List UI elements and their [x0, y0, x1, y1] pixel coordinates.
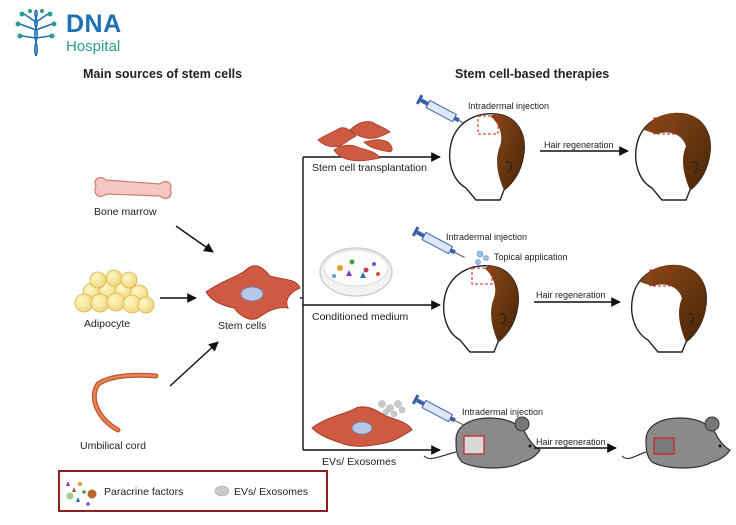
exosome-cell-icon [311, 400, 413, 447]
label-umbilical-cord: Umbilical cord [80, 440, 146, 452]
label-topical-application: Topical application [494, 252, 568, 262]
label-transplantation: Stem cell transplantation [312, 162, 427, 174]
label-evs-exosomes: EVs/ Exosomes [322, 456, 397, 468]
mouse-icon-before [423, 416, 541, 469]
petri-dish-icon [319, 247, 393, 297]
label-adipocyte: Adipocyte [84, 318, 131, 330]
label-hair-regen-1: Hair regeneration [544, 140, 614, 150]
logo-subtitle: Hospital [66, 38, 121, 55]
label-stem-cells: Stem cells [218, 320, 267, 332]
legend [58, 470, 328, 512]
label-intradermal-3: Intradermal injection [462, 407, 544, 417]
transplant-cells-icon [317, 121, 393, 162]
dna-tree-icon [15, 9, 57, 57]
head-icon-before-2 [442, 265, 519, 353]
heading-therapies: Stem cell-based therapies [455, 67, 610, 81]
mouse-icon-after [621, 416, 731, 469]
evs-exosomes-legend-icon [214, 485, 230, 497]
topical-droplets-icon [475, 250, 489, 265]
syringe-icon-3 [411, 394, 465, 427]
umbilical-cord-icon [91, 372, 159, 433]
label-hair-regen-2: Hair regeneration [536, 290, 606, 300]
logo-title: DNA [66, 10, 122, 38]
paracrine-factors-icon [66, 481, 97, 506]
hospital-logo: DNA Hospital [10, 8, 140, 58]
label-bone-marrow: Bone marrow [94, 206, 157, 218]
arrow-cord-to-stem [169, 341, 219, 387]
stem-cell-icon [205, 265, 301, 320]
bone-icon [94, 176, 172, 200]
heading-sources: Main sources of stem cells [83, 67, 243, 81]
head-icon-after-1 [634, 112, 711, 201]
legend-paracrine-factors: Paracrine factors [104, 486, 184, 498]
syringe-icon-2 [411, 226, 465, 259]
label-intradermal-2: Intradermal injection [446, 232, 528, 242]
label-intradermal-1: Intradermal injection [468, 101, 550, 111]
head-icon-before-1 [448, 113, 525, 201]
arrow-bone-to-stem [175, 225, 214, 253]
legend-evs-exosomes: EVs/ Exosomes [234, 486, 309, 498]
label-hair-regen-3: Hair regeneration [536, 437, 606, 447]
syringe-icon-1 [415, 94, 469, 127]
label-conditioned-medium: Conditioned medium [312, 311, 409, 323]
adipocyte-icon [74, 269, 155, 314]
head-icon-after-2 [630, 264, 707, 353]
